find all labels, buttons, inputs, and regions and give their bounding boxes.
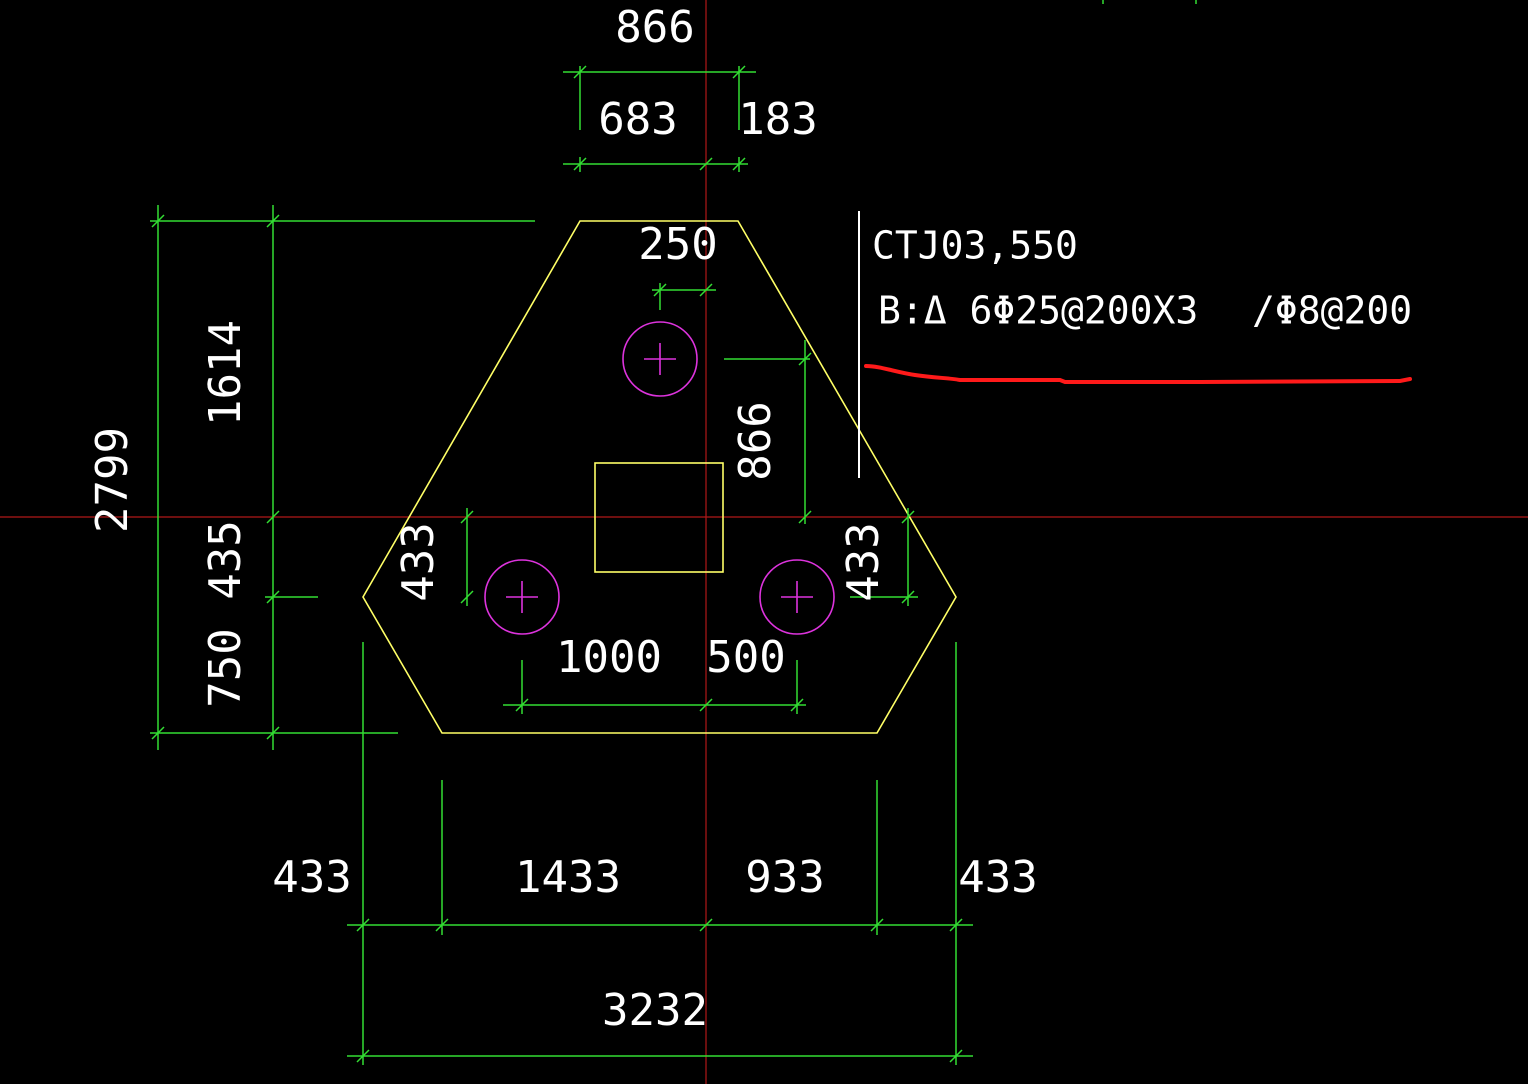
dimension-lines xyxy=(150,65,973,1065)
pile-left xyxy=(484,559,560,635)
dim-bottom-seg-4: 433 xyxy=(958,852,1037,903)
dim-left-middle: 435 xyxy=(200,520,251,599)
top-edge-ticks xyxy=(1102,0,1197,4)
pile-cap-outline xyxy=(362,220,957,734)
dim-bottom-seg-3: 933 xyxy=(745,852,824,903)
dim-left-upper: 1614 xyxy=(200,320,251,426)
dim-left-total: 2799 xyxy=(87,427,138,533)
dimension-texts: 866 683 183 250 866 2799 1614 435 750 43… xyxy=(87,2,1038,1036)
dim-bottom-total: 3232 xyxy=(602,985,708,1036)
cap-label: CTJ03,550 xyxy=(872,224,1078,268)
dim-top-overall: 866 xyxy=(615,2,694,53)
dim-bottom-inner-right: 500 xyxy=(706,632,785,683)
dim-top-right: 183 xyxy=(738,94,817,145)
dim-bottom-seg-1: 433 xyxy=(272,852,351,903)
dim-top-left: 683 xyxy=(598,94,677,145)
dim-bottom-seg-2: 1433 xyxy=(515,852,621,903)
dim-left-lower: 750 xyxy=(200,628,251,707)
dim-pile-spacing-vertical: 866 xyxy=(730,401,781,480)
rebar-annotation: CTJ03,550 B:Δ 6Φ25@200X3 /Φ8@200 xyxy=(858,211,1412,478)
dim-right-pile-433: 433 xyxy=(838,522,889,601)
red-markup-underline xyxy=(864,364,1412,384)
column-rectangle xyxy=(594,462,724,573)
dim-pile-offset: 250 xyxy=(638,219,717,270)
dim-left-pile-433: 433 xyxy=(393,522,444,601)
pile-top xyxy=(622,321,698,397)
dim-bottom-inner-left: 1000 xyxy=(556,632,662,683)
rebar-main-text: B:Δ 6Φ25@200X3 xyxy=(878,289,1198,333)
rebar-stirrup-text: /Φ8@200 xyxy=(1252,289,1412,333)
pile-right xyxy=(759,559,835,635)
